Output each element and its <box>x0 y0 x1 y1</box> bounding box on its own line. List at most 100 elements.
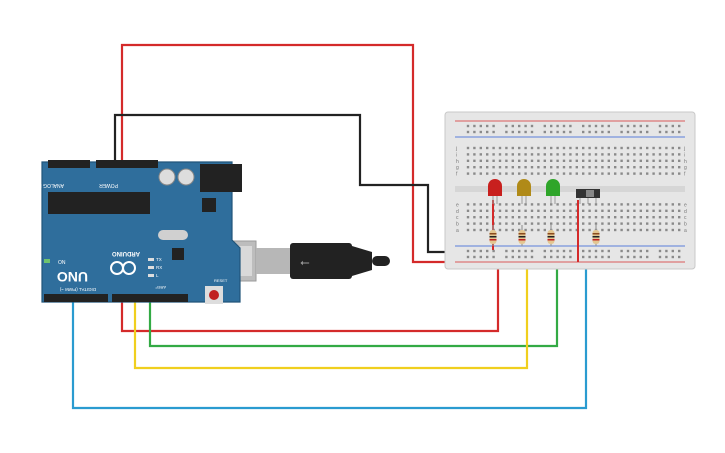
breadboard-hole[interactable] <box>511 130 514 134</box>
breadboard-hole[interactable] <box>607 255 610 259</box>
breadboard-hole[interactable] <box>537 222 540 225</box>
breadboard-hole[interactable] <box>498 216 502 219</box>
breadboard-hole[interactable] <box>543 209 546 212</box>
breadboard-hole[interactable] <box>479 209 482 212</box>
breadboard-hole[interactable] <box>543 153 546 156</box>
breadboard-hole[interactable] <box>658 146 662 150</box>
breadboard-hole[interactable] <box>678 255 681 259</box>
breadboard-hole[interactable] <box>486 228 489 232</box>
wire-pin2-blue[interactable] <box>71 204 588 410</box>
breadboard-hole[interactable] <box>626 203 630 206</box>
breadboard-hole[interactable] <box>479 166 482 169</box>
breadboard-hole[interactable] <box>601 249 604 253</box>
breadboard-hole[interactable] <box>633 216 636 219</box>
breadboard-hole[interactable] <box>473 130 476 134</box>
breadboard-hole[interactable] <box>543 146 546 150</box>
breadboard-hole[interactable] <box>511 228 514 232</box>
breadboard-hole[interactable] <box>466 124 470 128</box>
breadboard-hole[interactable] <box>518 203 521 206</box>
breadboard-hole[interactable] <box>556 146 559 150</box>
breadboard-hole[interactable] <box>550 153 553 156</box>
breadboard-hole[interactable] <box>518 216 521 219</box>
breadboard-hole[interactable] <box>524 172 527 175</box>
breadboard-hole[interactable] <box>646 172 649 175</box>
breadboard-hole[interactable] <box>473 216 476 219</box>
breadboard-hole[interactable] <box>511 159 514 162</box>
breadboard-hole[interactable] <box>626 159 630 162</box>
breadboard-hole[interactable] <box>518 159 521 162</box>
breadboard-hole[interactable] <box>588 159 591 162</box>
breadboard-hole[interactable] <box>486 216 489 219</box>
breadboard-hole[interactable] <box>582 153 585 156</box>
breadboard-hole[interactable] <box>671 130 674 134</box>
breadboard-hole[interactable] <box>569 228 572 232</box>
breadboard-hole[interactable] <box>582 216 585 219</box>
breadboard-hole[interactable] <box>486 255 489 259</box>
breadboard-hole[interactable] <box>639 255 642 259</box>
breadboard-hole[interactable] <box>473 203 476 206</box>
breadboard-hole[interactable] <box>678 249 681 253</box>
breadboard-hole[interactable] <box>562 216 566 219</box>
breadboard-hole[interactable] <box>658 255 662 259</box>
breadboard-hole[interactable] <box>671 209 674 212</box>
breadboard-hole[interactable] <box>479 130 482 134</box>
breadboard-hole[interactable] <box>486 124 489 128</box>
breadboard-hole[interactable] <box>607 124 610 128</box>
breadboard-hole[interactable] <box>550 124 553 128</box>
breadboard-hole[interactable] <box>562 222 566 225</box>
breadboard-hole[interactable] <box>652 166 655 169</box>
breadboard-hole[interactable] <box>492 249 495 253</box>
breadboard-hole[interactable] <box>601 222 604 225</box>
breadboard-hole[interactable] <box>607 222 610 225</box>
breadboard-hole[interactable] <box>633 222 636 225</box>
breadboard-hole[interactable] <box>652 228 655 232</box>
breadboard-hole[interactable] <box>607 146 610 150</box>
breadboard-hole[interactable] <box>505 124 508 128</box>
breadboard-hole[interactable] <box>466 249 470 253</box>
breadboard-hole[interactable] <box>594 222 598 225</box>
breadboard-hole[interactable] <box>582 249 585 253</box>
breadboard-hole[interactable] <box>658 166 662 169</box>
breadboard-hole[interactable] <box>473 228 476 232</box>
breadboard-hole[interactable] <box>639 216 642 219</box>
breadboard-hole[interactable] <box>505 228 508 232</box>
breadboard-hole[interactable] <box>678 216 681 219</box>
breadboard-hole[interactable] <box>626 166 630 169</box>
breadboard-hole[interactable] <box>524 124 527 128</box>
resistor-2[interactable] <box>518 225 526 246</box>
breadboard-hole[interactable] <box>498 203 502 206</box>
breadboard-hole[interactable] <box>671 203 674 206</box>
breadboard-hole[interactable] <box>658 216 662 219</box>
breadboard-hole[interactable] <box>518 153 521 156</box>
breadboard-hole[interactable] <box>505 159 508 162</box>
breadboard-hole[interactable] <box>466 159 470 162</box>
breadboard-hole[interactable] <box>665 203 668 206</box>
breadboard-hole[interactable] <box>473 146 476 150</box>
breadboard-hole[interactable] <box>562 166 566 169</box>
breadboard-hole[interactable] <box>492 159 495 162</box>
breadboard-hole[interactable] <box>524 249 527 253</box>
breadboard-hole[interactable] <box>626 124 630 128</box>
breadboard-hole[interactable] <box>543 172 546 175</box>
breadboard-hole[interactable] <box>633 172 636 175</box>
breadboard-hole[interactable] <box>646 209 649 212</box>
breadboard-hole[interactable] <box>479 249 482 253</box>
breadboard-hole[interactable] <box>665 166 668 169</box>
breadboard-hole[interactable] <box>524 228 527 232</box>
breadboard-hole[interactable] <box>658 203 662 206</box>
breadboard-hole[interactable] <box>530 153 534 156</box>
breadboard-hole[interactable] <box>537 172 540 175</box>
breadboard-hole[interactable] <box>582 124 585 128</box>
breadboard-hole[interactable] <box>665 146 668 150</box>
breadboard-hole[interactable] <box>588 228 591 232</box>
breadboard-hole[interactable] <box>633 209 636 212</box>
breadboard-hole[interactable] <box>556 153 559 156</box>
breadboard-hole[interactable] <box>626 216 630 219</box>
breadboard-hole[interactable] <box>652 153 655 156</box>
breadboard-hole[interactable] <box>594 146 598 150</box>
breadboard-hole[interactable] <box>678 166 681 169</box>
breadboard-hole[interactable] <box>473 249 476 253</box>
breadboard-hole[interactable] <box>607 153 610 156</box>
breadboard-hole[interactable] <box>543 166 546 169</box>
breadboard-hole[interactable] <box>607 203 610 206</box>
